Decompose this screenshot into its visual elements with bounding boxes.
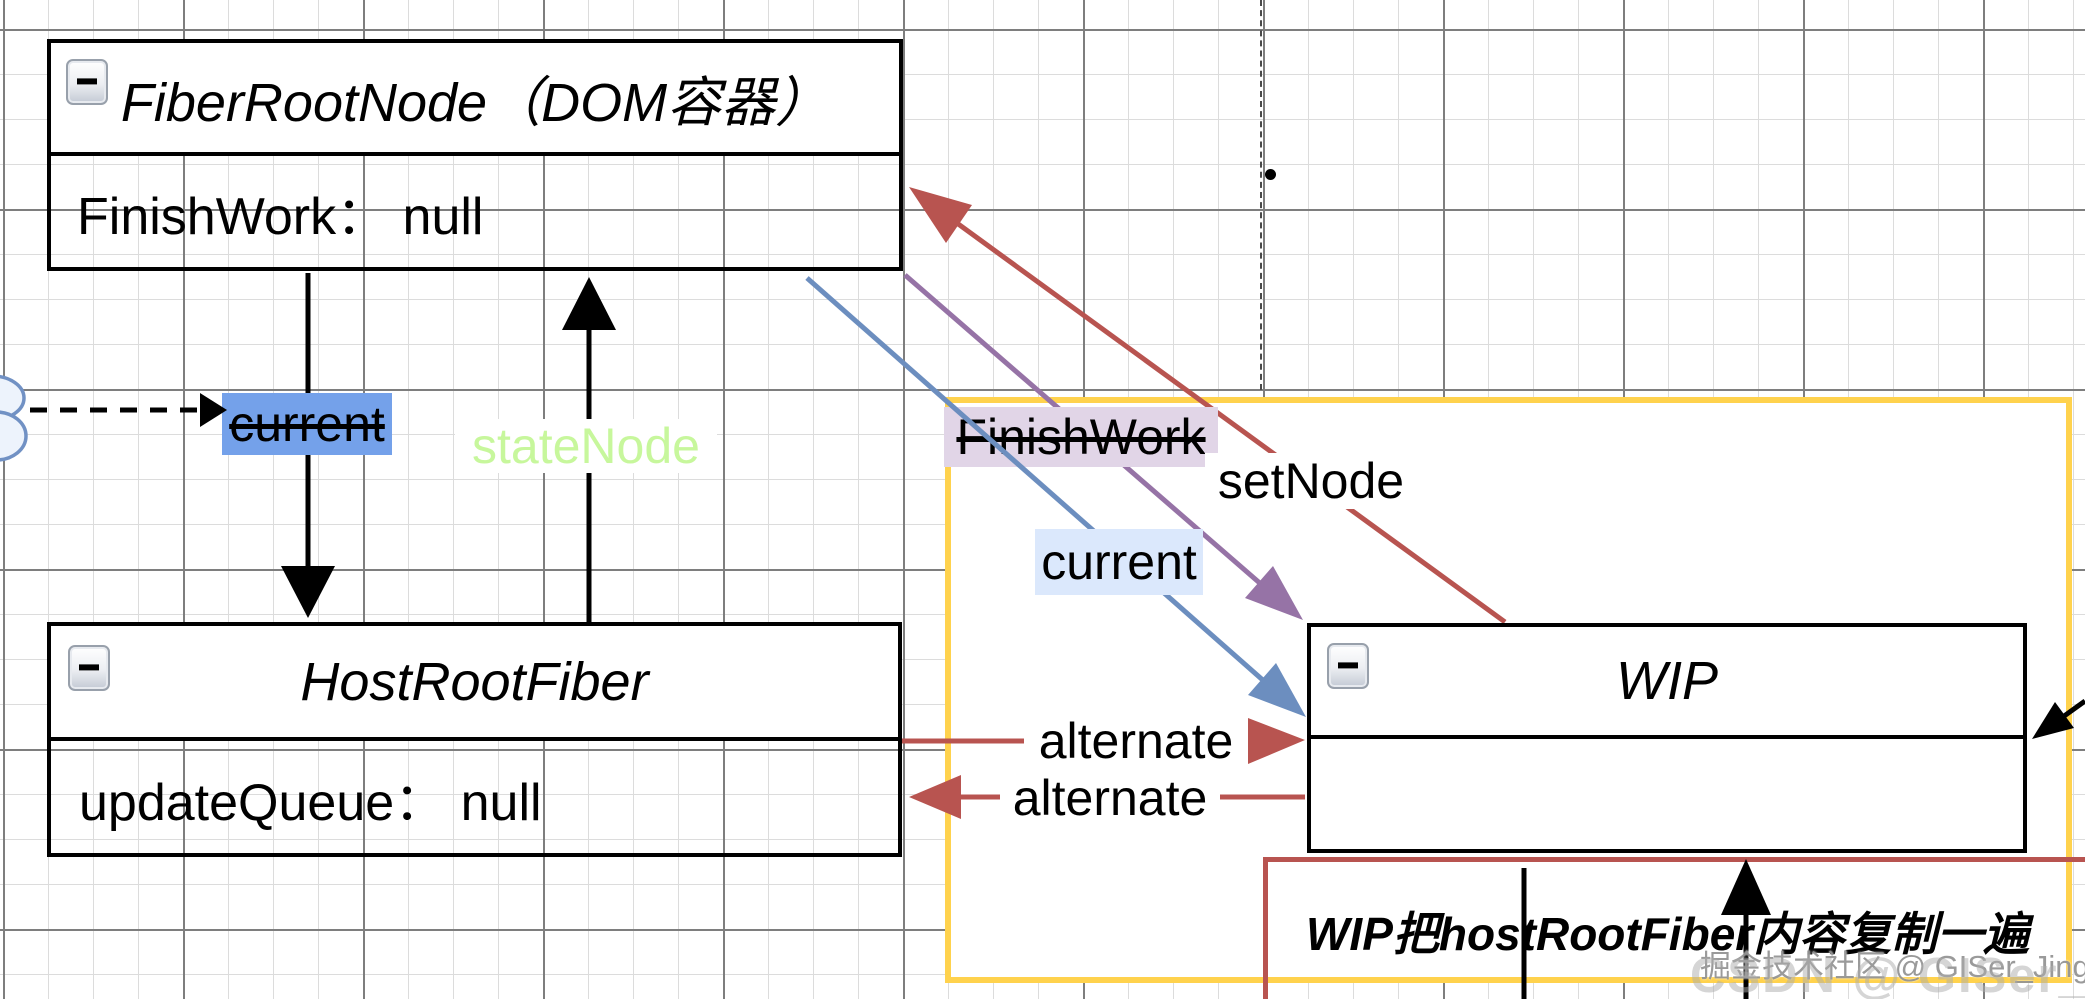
edge-label-statenode[interactable]: stateNode bbox=[455, 418, 717, 474]
fiber-root-body-row: FinishWork： null bbox=[51, 156, 899, 267]
wip-title-row: WIP bbox=[1311, 627, 2023, 739]
fiber-root-title-row: FiberRootNode（DOM容器） bbox=[51, 43, 899, 156]
node-host-root-fiber[interactable]: HostRootFiber updateQueue： null bbox=[47, 622, 902, 857]
collapse-minus-icon[interactable] bbox=[1327, 643, 1369, 689]
edge-label-finishwork[interactable]: FinishWork bbox=[944, 407, 1218, 467]
collapse-minus-icon[interactable] bbox=[66, 59, 108, 105]
copy-note-text[interactable]: WIP把hostRootFiber内容复制一遍 bbox=[1306, 908, 2030, 960]
edge-label-current-old[interactable]: current bbox=[222, 393, 392, 455]
fiber-root-title: FiberRootNode（DOM容器） bbox=[120, 73, 830, 133]
cloud-shape[interactable] bbox=[0, 374, 28, 462]
fiber-root-field: FinishWork： null bbox=[77, 188, 484, 246]
host-root-title-row: HostRootFiber bbox=[51, 626, 898, 741]
watermark-juejin: 掘金技术社区 @ GISer_Jinger bbox=[1700, 949, 2085, 984]
wip-body-row bbox=[1311, 739, 2023, 849]
node-fiber-root[interactable]: FiberRootNode（DOM容器） FinishWork： null bbox=[47, 39, 903, 271]
host-root-title: HostRootFiber bbox=[300, 651, 649, 712]
vertical-dashed-guide-line[interactable] bbox=[1260, 0, 1262, 390]
copy-note-red-frame[interactable] bbox=[1263, 857, 2085, 999]
host-root-field: updateQueue： null bbox=[79, 773, 542, 832]
collapse-minus-icon[interactable] bbox=[68, 645, 110, 691]
edge-label-alternate-out[interactable]: alternate bbox=[1024, 713, 1248, 769]
edge-label-current-new[interactable]: current bbox=[1035, 529, 1203, 595]
edge-label-setnode[interactable]: setNode bbox=[1205, 453, 1417, 509]
edge-label-alternate-back[interactable]: alternate bbox=[1000, 770, 1220, 826]
wip-title: WIP bbox=[1616, 651, 1718, 711]
node-wip[interactable]: WIP bbox=[1307, 623, 2027, 853]
watermark-csdn: CSDN @ GISer_Jinger bbox=[1690, 949, 2085, 999]
host-root-body-row: updateQueue： null bbox=[51, 741, 898, 853]
setnode-arrowhead bbox=[909, 187, 972, 243]
statenode-arrowhead bbox=[562, 277, 616, 330]
current-old-arrowhead bbox=[281, 566, 335, 618]
point-marker-dot[interactable] bbox=[1265, 169, 1276, 180]
